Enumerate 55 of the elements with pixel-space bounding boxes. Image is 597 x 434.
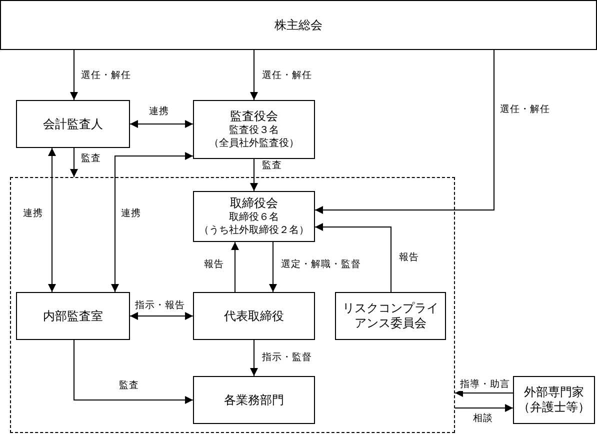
box-text: （全員社外監査役）	[209, 137, 299, 150]
edge-label: 監査	[261, 160, 283, 172]
arrow	[70, 148, 78, 178]
arrow	[74, 340, 194, 404]
box-title: 会計監査人	[43, 116, 103, 132]
box-title: 外部専門家（弁護士等）	[517, 385, 591, 415]
edge-label: 選定・解職・監督	[280, 259, 362, 271]
box-text: （うち社外取締役２名）	[199, 224, 309, 237]
edge-label: 報告	[398, 252, 420, 264]
edge-label: 選任・解任	[261, 70, 313, 82]
arrow	[130, 120, 194, 128]
org-box	[193, 292, 315, 340]
arrow	[250, 158, 258, 192]
box-text: 監査役３名	[229, 124, 279, 137]
arrow	[454, 389, 514, 397]
arrow	[269, 242, 277, 292]
arrow	[130, 312, 194, 320]
org-box	[193, 100, 315, 159]
org-box	[193, 191, 315, 242]
box-title: 代表取締役	[224, 308, 284, 324]
box-title: 各業務部門	[224, 392, 284, 408]
edge-label: 相談	[472, 413, 494, 425]
edge-label: 指示・報告	[134, 300, 186, 312]
arrow	[70, 50, 78, 100]
box-title: 取締役会	[230, 196, 278, 211]
org-box	[513, 376, 595, 424]
arrow	[454, 404, 514, 412]
box-title: 監査役会	[230, 109, 278, 124]
org-box	[0, 0, 597, 50]
edge-label: 選任・解任	[499, 104, 551, 116]
org-box	[335, 292, 446, 340]
edge-label: 連携	[22, 208, 44, 220]
arrow	[231, 242, 239, 292]
box-title: 株主総会	[274, 18, 322, 32]
group-frame	[10, 177, 455, 433]
org-box	[193, 376, 315, 424]
org-box	[16, 100, 130, 148]
edge-label: 監査	[118, 380, 140, 392]
edge-label: 指導・助言	[459, 379, 511, 391]
org-box	[16, 292, 130, 340]
box-title: リスクコンプライアンス委員会	[342, 301, 440, 331]
box-title: 内部監査室	[43, 308, 103, 324]
arrow	[250, 50, 258, 100]
edge-label: 指示・監督	[261, 352, 313, 364]
arrow	[314, 223, 392, 292]
arrow	[111, 152, 194, 292]
arrow	[48, 148, 56, 292]
edge-label: 選任・解任	[80, 70, 132, 82]
edge-label: 報告	[203, 259, 225, 271]
arrow	[314, 50, 494, 214]
edge-label: 監査	[80, 153, 102, 165]
edge-label: 連携	[120, 208, 142, 220]
box-text: 取締役６名	[229, 211, 279, 224]
arrow	[250, 340, 258, 376]
edge-label: 連携	[148, 106, 170, 118]
